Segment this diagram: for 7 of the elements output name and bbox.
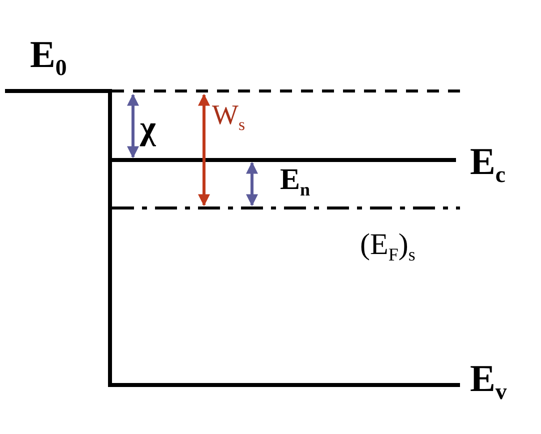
energy-label: (E$_{F}$)$_{s}$ [360, 230, 416, 264]
energy-label: E$_{n}$ [280, 165, 310, 198]
energy-label: E$_{v}$ [470, 360, 507, 404]
energy-label: E$_{0}$ [30, 36, 67, 80]
energy-label: W$_{s}$ [212, 102, 245, 134]
energy-label: E$_{c}$ [470, 143, 506, 187]
symbol-label: χ [140, 112, 156, 146]
